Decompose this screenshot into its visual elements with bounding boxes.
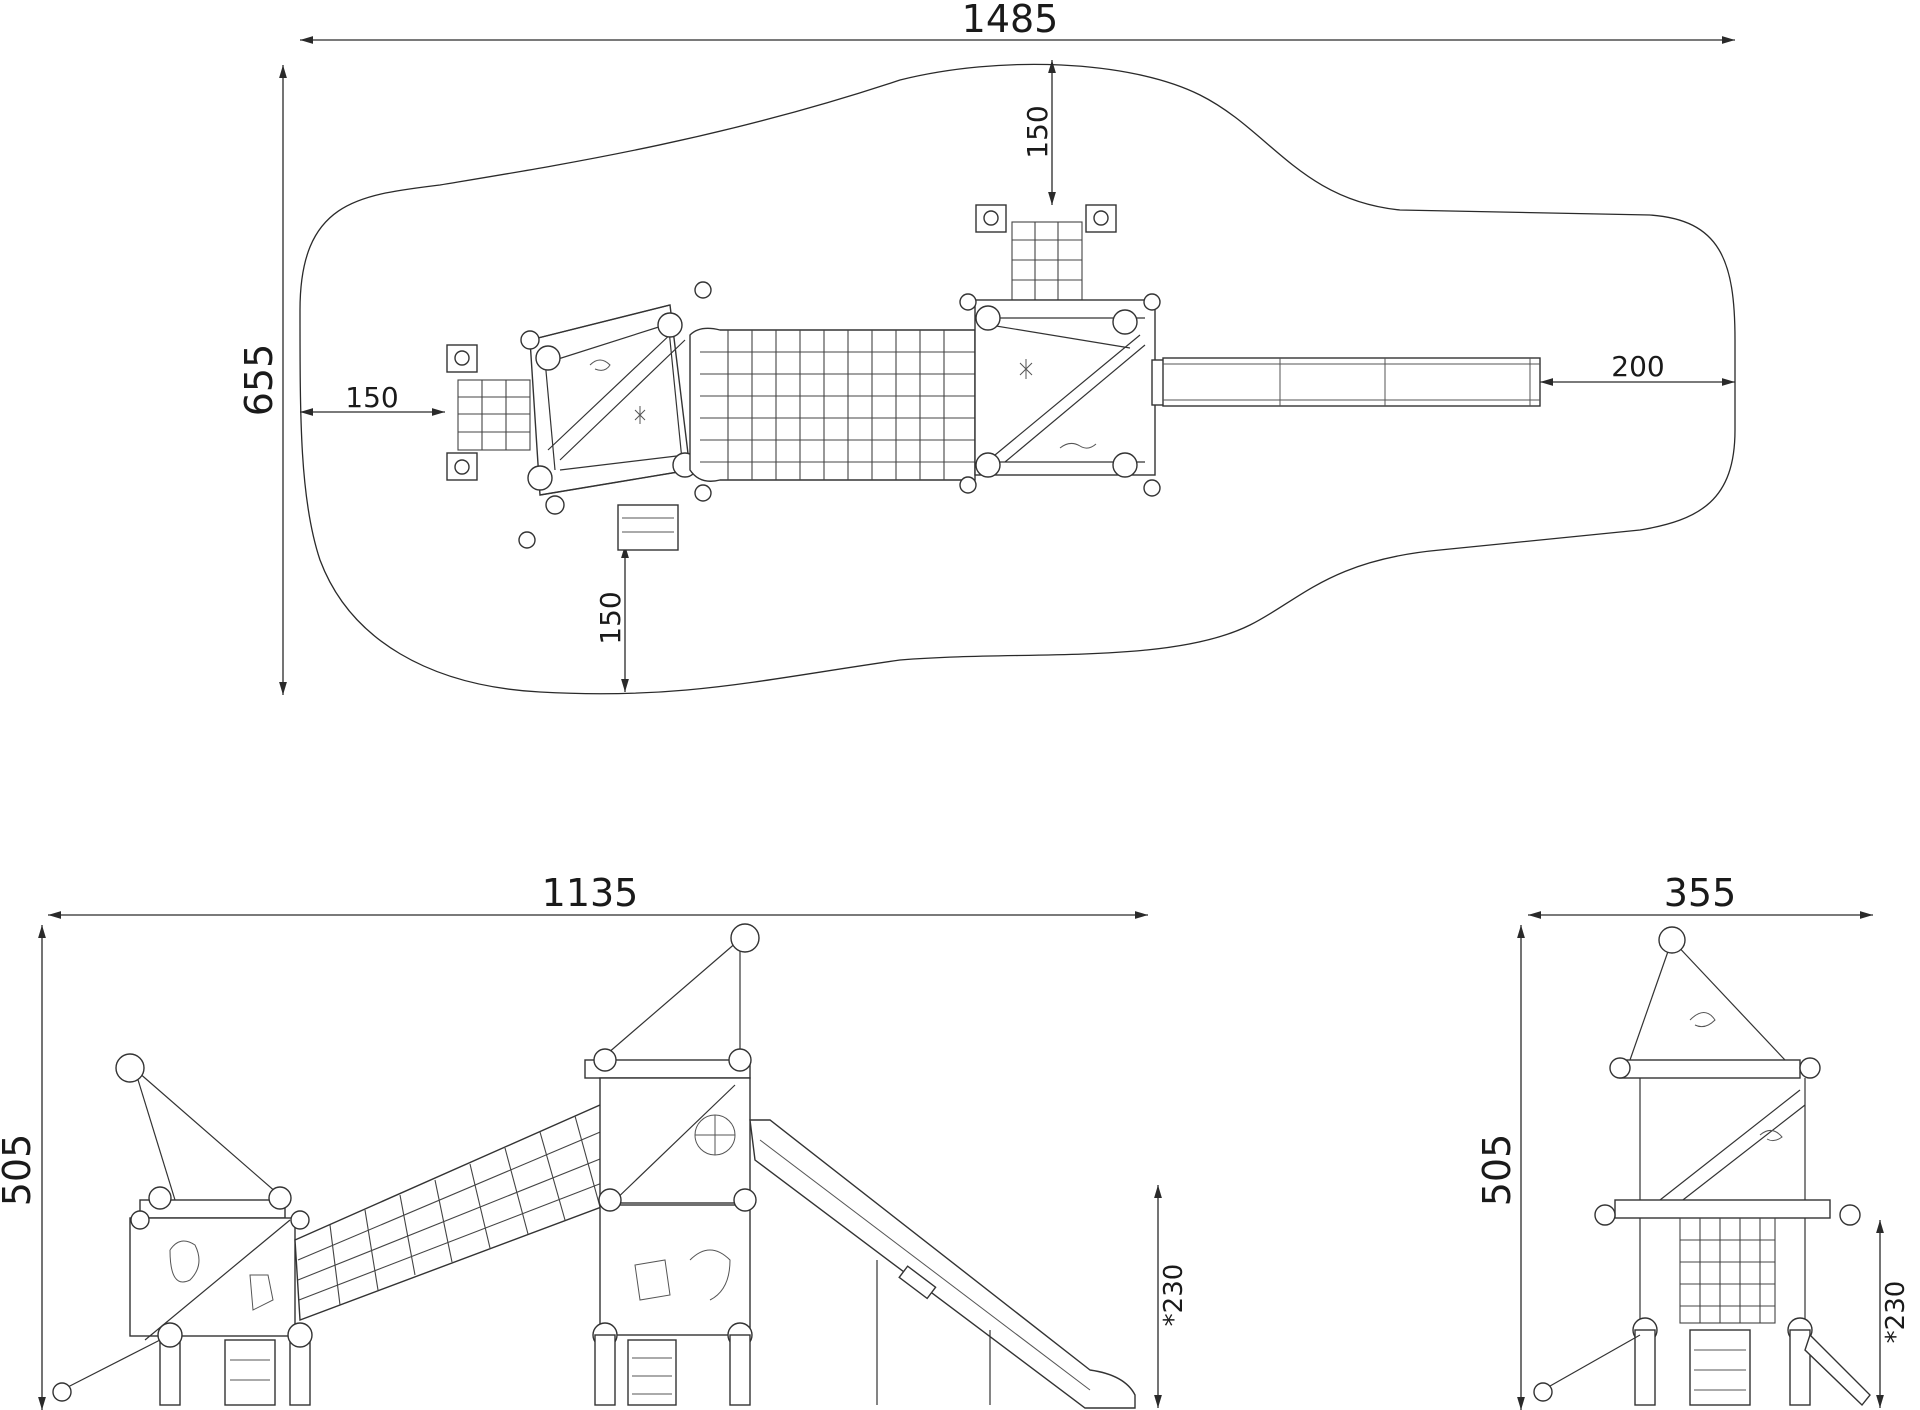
front-slide: [749, 1119, 1136, 1409]
plan-top-clearance-label: 150: [1021, 105, 1054, 158]
plan-net-tunnel: [689, 327, 976, 482]
plan-view: 1485 655 150 150 150 200: [237, 0, 1736, 695]
plan-right-tower: [959, 293, 1165, 497]
plan-step-block: [617, 504, 679, 551]
side-width-label: 355: [1664, 871, 1737, 915]
plan-left-clearance-label: 150: [345, 381, 398, 414]
plan-right-clearance-label: 200: [1611, 350, 1664, 383]
plan-width-label: 1485: [962, 0, 1059, 41]
plan-bottom-clearance-label: 150: [594, 591, 627, 644]
plan-left-tower: [518, 281, 712, 549]
side-structure: [1533, 926, 1871, 1407]
front-height-label: 505: [0, 1134, 39, 1207]
front-width-label: 1135: [542, 871, 639, 915]
plan-left-ladder: [446, 344, 531, 481]
front-fall-height-label: *230: [1159, 1264, 1189, 1327]
side-fall-height-label: *230: [1881, 1281, 1911, 1344]
front-left-tower: [52, 1053, 313, 1406]
side-view: 355 505 *230: [1475, 871, 1911, 1410]
front-right-tower: [584, 923, 760, 1406]
front-net-ramp: [294, 1104, 621, 1321]
side-height-label: 505: [1475, 1134, 1519, 1207]
plan-slide: [1162, 357, 1541, 407]
front-view: 1135 505 *230: [0, 871, 1189, 1410]
safety-zone-outline: [299, 63, 1736, 695]
plan-top-ladder: [975, 204, 1117, 301]
plan-height-label: 655: [237, 344, 281, 417]
